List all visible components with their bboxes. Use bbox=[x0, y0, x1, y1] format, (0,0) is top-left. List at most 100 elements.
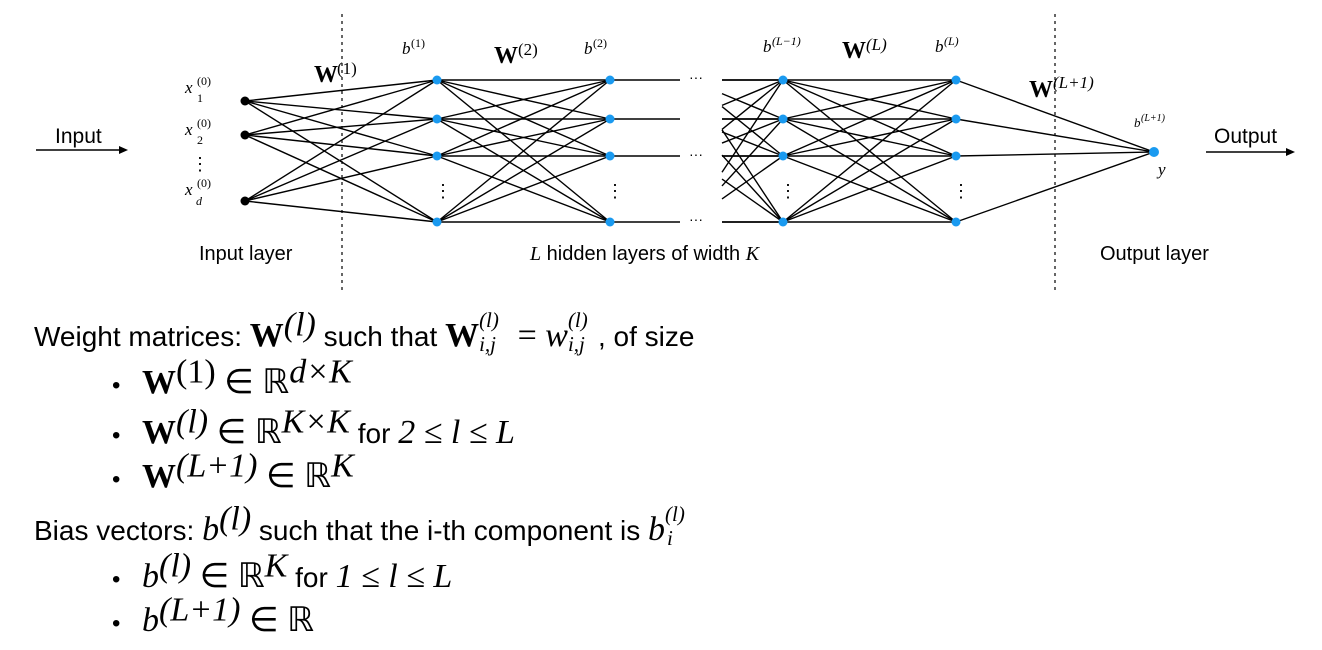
weight-label-L: W (L) bbox=[842, 35, 887, 64]
output-arrow: Output bbox=[1206, 125, 1295, 156]
weight-matrices-line: Weight matrices: W(l) such that W(l)i,j … bbox=[34, 306, 695, 356]
bullet-icon bbox=[112, 384, 126, 392]
vertical-ellipsis: ⋮ bbox=[952, 181, 970, 201]
svg-text:2: 2 bbox=[197, 133, 203, 147]
hidden-node bbox=[778, 217, 788, 227]
arrowhead-icon bbox=[119, 146, 128, 154]
weight-labels: W (1) W (2) W (L) W (L+1) bbox=[314, 35, 1094, 103]
input-layer-caption: Input layer bbox=[199, 243, 293, 265]
hidden-node bbox=[778, 75, 788, 85]
horizontal-ellipsis: ··· bbox=[689, 146, 703, 162]
edge bbox=[436, 79, 611, 157]
edge bbox=[721, 93, 784, 120]
svg-text:b: b bbox=[584, 39, 593, 58]
hidden-node bbox=[951, 75, 961, 85]
output-layer-caption: Output layer bbox=[1100, 243, 1209, 265]
svg-text:(1): (1) bbox=[411, 36, 425, 50]
edge bbox=[721, 118, 784, 187]
input-node-labels: x 1 (0) x 2 (0) ⋮ x d (0) bbox=[184, 74, 211, 208]
svg-text:1: 1 bbox=[197, 91, 203, 105]
bullet-icon bbox=[112, 622, 126, 630]
vertical-ellipsis: ⋮ bbox=[434, 181, 452, 201]
edge bbox=[782, 79, 957, 120]
svg-text:x: x bbox=[184, 78, 193, 97]
svg-text:d: d bbox=[196, 194, 203, 208]
hidden-node bbox=[605, 217, 615, 227]
bias-label-1: b (1) bbox=[402, 36, 425, 58]
svg-text:b: b bbox=[935, 37, 944, 56]
edge bbox=[244, 100, 438, 157]
edge bbox=[244, 79, 438, 102]
horizontal-ellipsis: ··· bbox=[689, 211, 703, 227]
hidden-node bbox=[605, 114, 615, 124]
svg-text:(0): (0) bbox=[197, 116, 211, 130]
input-node bbox=[240, 196, 250, 206]
svg-text:(L+1): (L+1) bbox=[1141, 113, 1166, 124]
edge bbox=[244, 100, 438, 223]
svg-text:W: W bbox=[494, 43, 518, 69]
hidden-node bbox=[605, 151, 615, 161]
neural-network-diagram: Input Output x 1 (0) x 2 (0) ⋮ x d (0) W… bbox=[36, 14, 1295, 292]
hidden-node bbox=[778, 114, 788, 124]
weight-label-2: W (2) bbox=[494, 40, 538, 69]
hidden-node bbox=[951, 114, 961, 124]
edge bbox=[782, 118, 957, 223]
hidden-node bbox=[951, 151, 961, 161]
vertical-ellipses: ⋮ ⋮ ⋮ ⋮ bbox=[434, 181, 970, 201]
svg-text:b: b bbox=[402, 39, 411, 58]
bias-label-2: b (2) bbox=[584, 36, 607, 58]
bias-label-L-minus-1: b (L−1) bbox=[763, 34, 801, 56]
edge bbox=[721, 178, 784, 223]
weight-label-L-plus-1: W (L+1) bbox=[1029, 73, 1094, 103]
svg-text:b: b bbox=[1134, 115, 1141, 130]
svg-text:x: x bbox=[184, 180, 193, 199]
list-item: W(1) ∈ ℝd×K bbox=[142, 355, 352, 400]
bias-label-L-plus-1: b (L+1) bbox=[1134, 113, 1166, 130]
input-vertical-ellipsis: ⋮ bbox=[191, 154, 209, 174]
output-label: Output bbox=[1214, 125, 1277, 148]
bullet-icon bbox=[112, 478, 126, 486]
svg-text:(1): (1) bbox=[337, 59, 357, 78]
edge bbox=[782, 79, 957, 223]
edge bbox=[244, 100, 438, 120]
svg-text:(L−1): (L−1) bbox=[772, 34, 801, 48]
hidden-node bbox=[432, 75, 442, 85]
hidden-node bbox=[432, 217, 442, 227]
list-item: W(l) ∈ ℝK×K for 2 ≤ l ≤ L bbox=[142, 405, 515, 450]
svg-text:(L): (L) bbox=[944, 34, 959, 48]
edge bbox=[721, 155, 784, 200]
vertical-ellipsis: ⋮ bbox=[779, 181, 797, 201]
edge bbox=[436, 118, 611, 223]
edge bbox=[244, 155, 438, 202]
edge bbox=[721, 79, 784, 173]
svg-text:W: W bbox=[1029, 77, 1053, 103]
arrowhead-icon bbox=[1286, 148, 1295, 156]
edge bbox=[721, 129, 784, 223]
edge bbox=[782, 155, 957, 223]
hidden-node bbox=[432, 114, 442, 124]
svg-text:(2): (2) bbox=[593, 36, 607, 50]
horizontal-ellipsis: ··· bbox=[689, 69, 703, 85]
hidden-layers-caption: L hidden layers of width K bbox=[529, 243, 761, 265]
network-edges bbox=[244, 79, 1155, 223]
edge bbox=[721, 154, 784, 223]
edge bbox=[436, 118, 611, 157]
edge bbox=[244, 118, 438, 136]
edge bbox=[955, 79, 1155, 153]
layer-dividers bbox=[341, 14, 1056, 292]
svg-text:(L): (L) bbox=[866, 35, 887, 54]
edge bbox=[782, 118, 957, 157]
edge bbox=[721, 131, 784, 157]
input-node bbox=[240, 130, 250, 140]
edge bbox=[721, 79, 784, 130]
svg-text:x: x bbox=[184, 120, 193, 139]
bullet-icon bbox=[112, 578, 126, 586]
edge bbox=[244, 200, 438, 223]
edge bbox=[955, 151, 1155, 223]
vertical-ellipsis: ⋮ bbox=[606, 181, 624, 201]
edge bbox=[436, 79, 611, 223]
list-item: W(L+1) ∈ ℝK bbox=[142, 449, 354, 494]
edge bbox=[244, 79, 438, 202]
hidden-layer-ellipses: ··· ··· ··· bbox=[689, 69, 703, 227]
input-node-label-d: x d (0) bbox=[184, 176, 211, 208]
